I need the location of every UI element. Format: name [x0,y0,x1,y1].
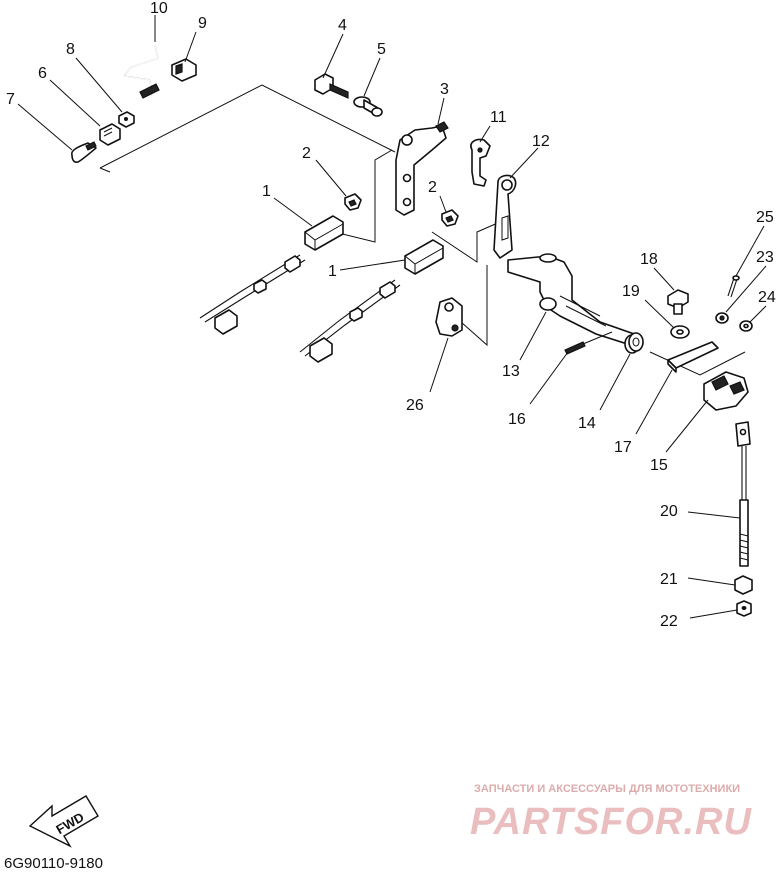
watermark-tagline: ЗАПЧАСТИ И АКСЕССУАРЫ ДЛЯ МОТОТЕХНИКИ [474,783,740,795]
watermark: ЗАПЧАСТИ И АКСЕССУАРЫ ДЛЯ МОТОТЕХНИКИ PA… [470,783,752,843]
label-part-2-lower: 2 [428,179,437,196]
part-4-bolt [314,73,349,99]
part-25-cotter-pin [727,275,740,298]
label-part-16: 16 [508,411,526,428]
label-part-7: 7 [6,91,15,108]
label-part-26: 26 [406,397,424,414]
label-part-24: 24 [758,289,776,306]
part-15-rod-joint [703,371,749,411]
label-part-19: 19 [622,283,640,300]
part-number-labels: 10 9 8 6 7 4 5 3 2 1 2 1 11 12 13 16 14 … [6,0,776,630]
label-part-13: 13 [502,363,520,380]
part-26-link [435,297,463,337]
label-part-12: 12 [532,133,550,150]
part-16-pin [564,331,613,355]
part-2-clip-upper [344,193,362,211]
part-9-clip [171,58,197,82]
forward-direction-arrow: FWD [28,795,99,848]
watermark-brand: PARTSFOR.RU [470,801,752,843]
label-part-15: 15 [650,457,668,474]
part-23-washer [715,312,729,324]
part-5-collar [353,96,383,117]
part-6-ball-joint [99,123,121,146]
label-part-1-upper: 1 [262,183,271,200]
part-12-lever [493,174,517,259]
label-part-17: 17 [614,439,632,456]
label-part-21: 21 [660,571,678,588]
part-14-bushing [624,332,644,354]
label-part-8: 8 [66,41,75,58]
label-part-22: 22 [660,613,678,630]
label-part-3: 3 [440,81,449,98]
label-part-20: 20 [660,503,678,520]
part-1-cable-joint-lower [299,239,444,363]
label-part-11: 11 [490,109,507,126]
label-part-14: 14 [578,415,596,432]
part-10-wire-rod [122,44,160,99]
label-part-18: 18 [640,251,658,268]
label-part-2-upper: 2 [302,145,311,162]
label-part-1-lower: 1 [328,263,337,280]
part-20-rod [735,421,751,567]
label-part-25: 25 [756,209,774,226]
part-1-cable-joint-upper [199,215,344,335]
part-18-bolt [667,289,689,315]
label-part-4: 4 [338,17,347,34]
label-part-6: 6 [38,65,47,82]
part-19-washer [670,325,690,339]
part-13-shift-shaft [507,253,641,349]
label-part-9: 9 [198,15,207,32]
part-17-plate [667,341,719,373]
part-24-washer [739,320,753,332]
part-11-spring-clip [470,138,491,187]
label-part-5: 5 [377,41,386,58]
part-8-nut [118,111,135,128]
drawing-code: 6G90110-9180 [4,855,103,872]
assembly-outline [99,84,746,376]
part-2-clip-lower [441,209,459,227]
part-3-bracket [395,121,449,216]
label-part-10: 10 [150,0,168,17]
leader-lines [17,15,767,619]
label-part-23: 23 [756,249,774,266]
part-22-nut [736,600,752,617]
part-7-rod-end [70,141,97,163]
part-21-nut [734,575,753,595]
